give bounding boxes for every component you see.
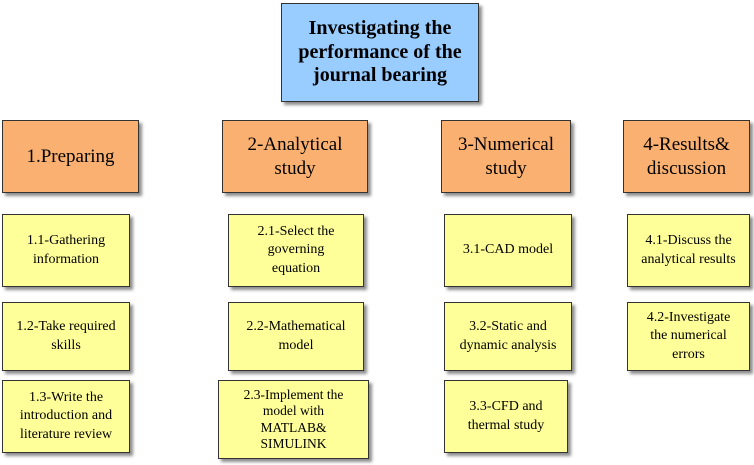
main-node-results-discussion: 4-Results& discussion (623, 120, 750, 193)
sub-node-label: 1.3-Write the introduction and literatur… (19, 390, 113, 442)
sub-node-1-1: 1.1-Gathering information (2, 214, 130, 287)
sub-node-label: 1.1-Gathering information (26, 233, 106, 267)
main-node-label: 2-Analytical study (247, 133, 343, 179)
sub-node-3-1: 3.1-CAD model (444, 214, 572, 287)
main-node-numerical-study: 3-Numerical study (441, 120, 571, 193)
sub-node-2-1: 2.1-Select the governing equation (228, 214, 364, 287)
sub-node-3-3: 3.3-CFD and thermal study (444, 380, 568, 453)
sub-node-4-2: 4.2-Investigate the numerical errors (627, 302, 750, 371)
sub-node-label: 2.1-Select the governing equation (257, 224, 335, 276)
sub-node-label: 4.2-Investigate the numerical errors (646, 310, 731, 362)
main-node-label: 1.Preparing (26, 145, 115, 167)
main-node-label: 3-Numerical study (457, 133, 554, 179)
root-node: Investigating the performance of the jou… (281, 3, 479, 102)
sub-node-label: 3.1-CAD model (462, 242, 554, 258)
sub-node-label: 4.1-Discuss the analytical results (641, 233, 736, 267)
sub-node-label: 3.2-Static and dynamic analysis (459, 319, 557, 353)
sub-node-2-3: 2.3-Implement the model with MATLAB& SIM… (218, 380, 369, 459)
main-node-preparing: 1.Preparing (2, 120, 139, 193)
sub-node-1-2: 1.2-Take required skills (2, 302, 130, 371)
main-node-analytical-study: 2-Analytical study (222, 120, 368, 193)
sub-node-label: 2.3-Implement the model with MATLAB& SIM… (243, 386, 344, 451)
sub-node-label: 2.2-Mathematical model (246, 319, 346, 353)
sub-node-3-2: 3.2-Static and dynamic analysis (444, 302, 572, 371)
sub-node-4-1: 4.1-Discuss the analytical results (627, 214, 750, 287)
sub-node-2-2: 2.2-Mathematical model (228, 302, 364, 371)
sub-node-label: 1.2-Take required skills (16, 319, 116, 353)
root-node-label: Investigating the performance of the jou… (298, 17, 462, 87)
sub-node-label: 3.3-CFD and thermal study (467, 399, 545, 433)
main-node-label: 4-Results& discussion (643, 133, 730, 179)
sub-node-1-3: 1.3-Write the introduction and literatur… (2, 380, 130, 453)
